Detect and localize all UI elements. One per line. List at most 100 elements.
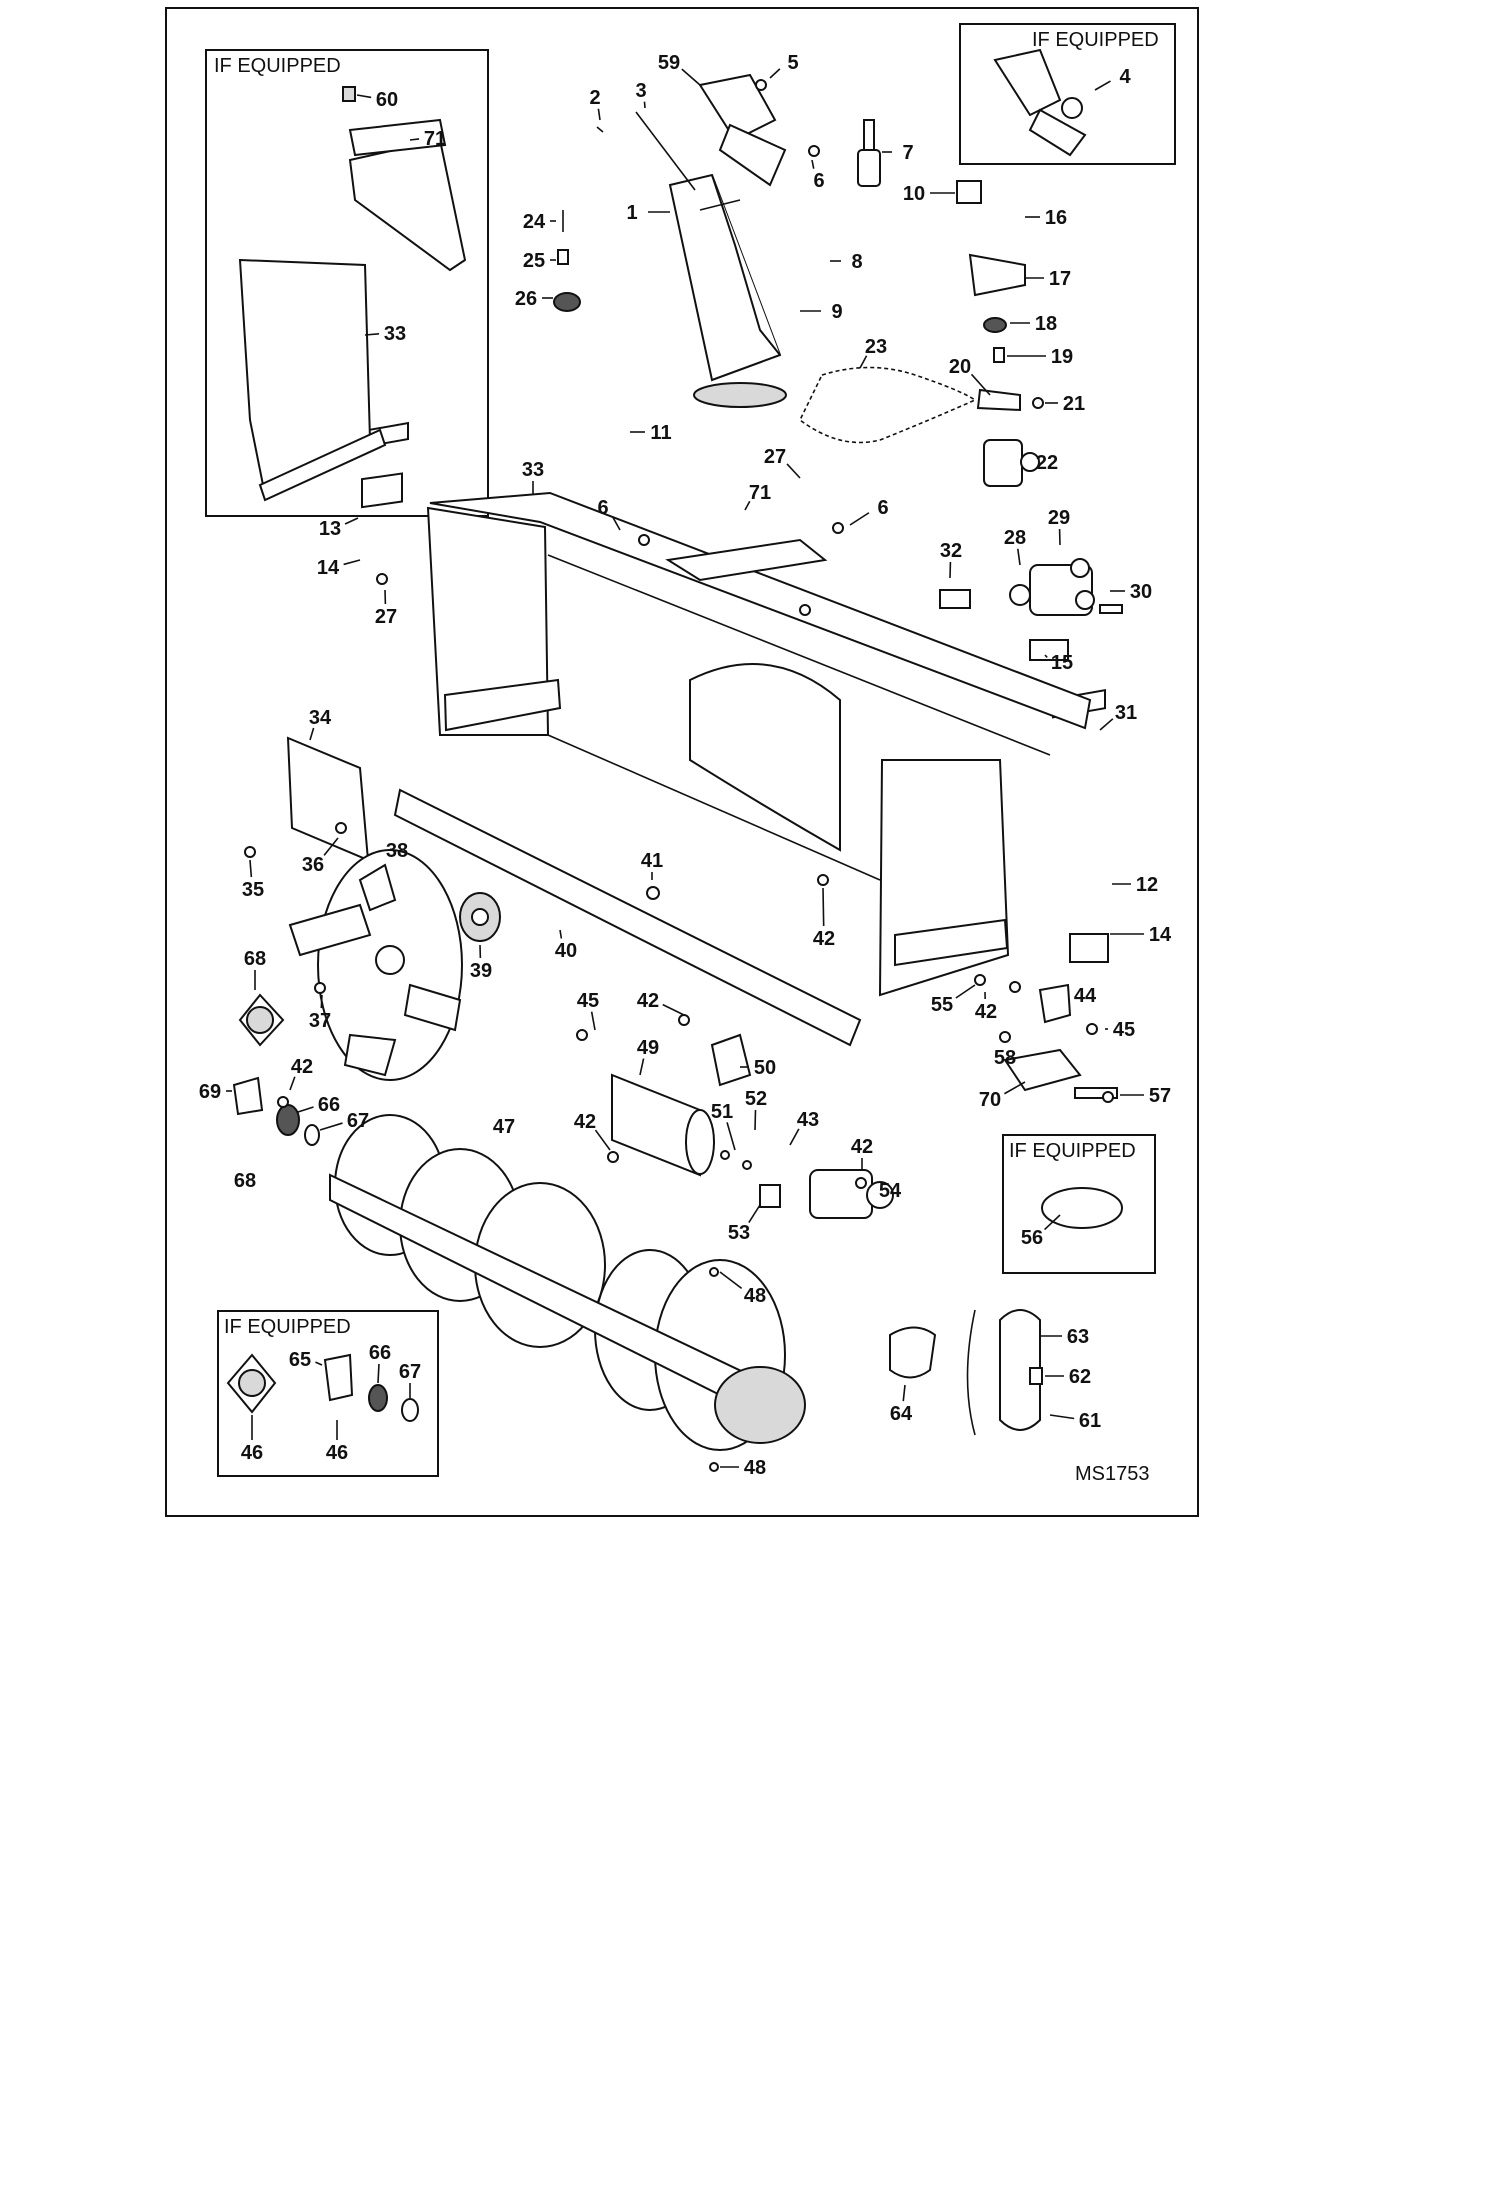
leader-line-5 [769,68,781,79]
callout-label-71: 71 [424,128,446,150]
inset-top-left: IF EQUIPPED [205,49,489,517]
auger-drive-motor [1009,558,1123,616]
callout-label-7: 7 [902,142,913,164]
leader-line-42 [594,1129,611,1151]
deflector-inset [993,48,1087,157]
callout-label-66: 66 [369,1342,391,1364]
main-housing [426,491,1092,997]
leader-line-4 [1094,80,1111,91]
callout-label-28: 28 [1004,527,1026,549]
pin [596,126,604,133]
leader-line-42 [822,887,825,927]
leader-line-27 [786,463,801,479]
callout-label-18: 18 [1035,313,1057,335]
callout-label-42: 42 [975,1001,997,1023]
callout-label-3: 3 [635,80,646,102]
leader-line-42 [662,1003,685,1016]
callout-label-63: 63 [1067,1326,1089,1348]
callout-label-30: 30 [1130,581,1152,603]
callout-label-39: 39 [470,960,492,982]
callout-label-26: 26 [515,288,537,310]
leader-line-13 [344,517,359,525]
leader-line-28 [1017,548,1021,566]
gearbox-assembly [611,1033,894,1219]
callout-label-56: 56 [1021,1227,1043,1249]
skid-shoe [1003,983,1118,1099]
if-equipped-label: IF EQUIPPED [1009,1140,1136,1162]
leader-line-70 [1003,1081,1026,1095]
leader-line-40 [559,929,563,939]
drive-chain [798,366,977,444]
diagram-frame [165,7,1199,1517]
leader-line-59 [681,68,701,86]
callout-label-45: 45 [1113,1019,1135,1041]
callout-label-49: 49 [637,1037,659,1059]
callout-label-45: 45 [577,990,599,1012]
leader-line-61 [1049,1414,1075,1420]
callout-label-64: 64 [890,1403,913,1425]
callout-label-29: 29 [1048,507,1070,529]
callout-label-27: 27 [764,446,786,468]
callout-label-42: 42 [637,990,659,1012]
decal-14 [361,472,403,509]
callout-label-27: 27 [375,606,397,628]
callout-label-1: 1 [626,202,637,224]
leader-line-6 [811,159,815,169]
callout-label-48: 48 [744,1285,766,1307]
callout-label-42: 42 [291,1056,313,1078]
callout-label-23: 23 [865,336,887,358]
leader-line-64 [902,1384,906,1402]
callout-label-14: 14 [1149,924,1172,946]
callout-label-13: 13 [319,518,341,540]
callout-label-21: 21 [1063,393,1085,415]
optional-bearing [226,1353,419,1422]
leader-line-49 [639,1058,645,1076]
callout-label-37: 37 [309,1010,331,1032]
leader-line-36 [323,837,339,856]
callout-label-6: 6 [597,497,608,519]
callout-label-69: 69 [199,1081,221,1103]
callout-label-65: 65 [289,1349,311,1371]
callout-label-8: 8 [851,251,862,273]
optional-shoe [1041,1187,1123,1229]
callout-label-33: 33 [384,323,406,345]
callout-label-46: 46 [241,1442,263,1464]
leader-line-55 [955,984,976,999]
leader-line-66 [297,1106,314,1113]
leader-line-42 [289,1076,296,1091]
leader-line-56 [1044,1214,1061,1231]
callout-label-35: 35 [242,879,264,901]
callout-label-33: 33 [522,459,544,481]
decal-10 [956,180,982,204]
callout-label-70: 70 [979,1089,1001,1111]
leader-line-34 [309,727,315,741]
callout-label-6: 6 [813,170,824,192]
pivot-hardware [553,210,581,312]
leader-line-2 [597,108,601,121]
leader-line-43 [789,1128,800,1146]
callout-label-19: 19 [1051,346,1073,368]
chute-control-hardware [889,1309,1043,1436]
callout-label-53: 53 [728,1222,750,1244]
decal-15 [1029,639,1069,661]
callout-label-60: 60 [376,89,398,111]
chute-drive-assembly [968,253,1040,487]
callout-label-68: 68 [244,948,266,970]
callout-label-2: 2 [589,87,600,109]
leader-line-33 [364,333,380,336]
callout-label-66: 66 [318,1094,340,1116]
callout-label-43: 43 [797,1109,819,1131]
leader-line-6 [849,512,870,526]
leader-line-20 [970,373,991,396]
callout-label-36: 36 [302,854,324,876]
leader-line-65 [315,1361,323,1366]
fasteners [244,79,1114,1472]
leader-line-52 [754,1109,757,1131]
callout-label-61: 61 [1079,1410,1101,1432]
callout-label-12: 12 [1136,874,1158,896]
callout-label-54: 54 [879,1180,902,1202]
callout-label-55: 55 [931,994,953,1016]
callout-label-41: 41 [641,850,663,872]
